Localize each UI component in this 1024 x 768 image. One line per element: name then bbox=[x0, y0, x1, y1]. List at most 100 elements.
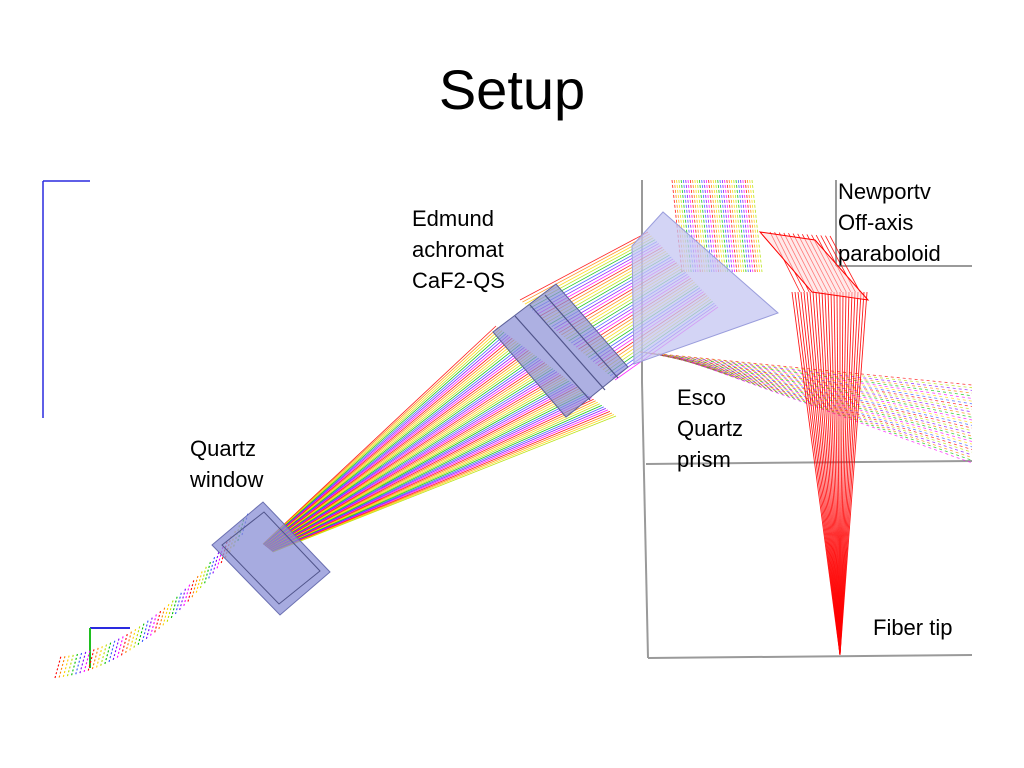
ray bbox=[740, 179, 751, 273]
ray bbox=[666, 355, 973, 437]
ray bbox=[269, 389, 582, 551]
ray bbox=[133, 625, 141, 648]
ray bbox=[812, 291, 841, 656]
ray bbox=[270, 398, 594, 551]
ray bbox=[187, 579, 195, 602]
ray bbox=[162, 603, 170, 626]
ray bbox=[705, 179, 717, 273]
ray bbox=[830, 291, 841, 656]
ray bbox=[268, 372, 560, 549]
label-line: CaF2-QS bbox=[412, 268, 505, 293]
label-line: Esco bbox=[677, 385, 726, 410]
ray bbox=[839, 291, 868, 656]
ray bbox=[262, 325, 497, 545]
ray bbox=[733, 179, 745, 273]
ray bbox=[263, 330, 503, 545]
ray bbox=[195, 570, 203, 593]
ray bbox=[677, 357, 973, 458]
ray bbox=[731, 179, 742, 273]
ray bbox=[199, 565, 207, 589]
ray bbox=[649, 353, 973, 405]
ray bbox=[271, 400, 596, 552]
ray bbox=[267, 369, 556, 549]
ray bbox=[269, 388, 580, 550]
ray bbox=[204, 561, 212, 584]
ray bbox=[735, 179, 747, 273]
ray bbox=[839, 291, 859, 656]
ray bbox=[678, 357, 973, 461]
ray bbox=[271, 401, 598, 552]
ray bbox=[726, 179, 738, 273]
slide-title: Setup bbox=[438, 58, 586, 121]
achromat-element-edge bbox=[529, 304, 606, 391]
ray bbox=[264, 343, 521, 546]
ray bbox=[839, 291, 847, 656]
label-line: achromat bbox=[412, 237, 504, 262]
ray bbox=[183, 583, 191, 606]
ray bbox=[833, 291, 841, 656]
ray bbox=[646, 352, 973, 399]
ray bbox=[268, 374, 562, 549]
coordinate-axes-top bbox=[42, 180, 90, 418]
ray bbox=[715, 179, 726, 273]
ray bbox=[824, 291, 841, 656]
ray bbox=[141, 619, 149, 643]
coordinate-axes-bottom bbox=[89, 627, 130, 668]
ray bbox=[263, 328, 501, 545]
ray bbox=[809, 291, 841, 656]
ray bbox=[270, 397, 592, 551]
ray bbox=[269, 386, 578, 550]
ray bbox=[829, 235, 861, 293]
ray bbox=[166, 599, 174, 622]
ray bbox=[268, 379, 568, 550]
ray bbox=[120, 633, 129, 656]
ray bbox=[264, 337, 513, 546]
ray bbox=[271, 406, 604, 552]
ray bbox=[150, 613, 158, 636]
label-line: window bbox=[190, 467, 264, 492]
ray bbox=[815, 291, 841, 656]
ray bbox=[266, 357, 539, 548]
ray bbox=[818, 291, 841, 656]
diverging-ray-fan bbox=[262, 325, 617, 553]
ray bbox=[650, 353, 973, 407]
ray bbox=[272, 409, 609, 552]
ray bbox=[522, 233, 650, 303]
ray bbox=[62, 654, 70, 678]
label-line: Newportv bbox=[838, 179, 931, 204]
ray bbox=[266, 360, 544, 548]
ray bbox=[519, 231, 649, 301]
ray bbox=[263, 331, 505, 545]
ray bbox=[827, 291, 841, 656]
ray bbox=[728, 179, 740, 273]
ray bbox=[108, 639, 116, 663]
ray bbox=[272, 415, 617, 553]
ray bbox=[641, 351, 973, 389]
ray bbox=[270, 394, 588, 551]
ray bbox=[271, 403, 600, 552]
ray bbox=[265, 350, 529, 547]
ray bbox=[179, 587, 187, 611]
label-line: Quartz bbox=[190, 436, 257, 461]
ray bbox=[800, 291, 841, 656]
edmund-achromat bbox=[492, 283, 629, 418]
ray bbox=[663, 355, 973, 432]
ray bbox=[839, 291, 862, 656]
ray bbox=[749, 179, 761, 273]
ray bbox=[659, 354, 973, 424]
ray bbox=[272, 411, 611, 552]
ray bbox=[125, 630, 133, 654]
ray bbox=[267, 371, 558, 549]
ray bbox=[54, 655, 62, 679]
achromat-element-edge bbox=[514, 315, 591, 401]
label-line: Edmund bbox=[412, 206, 494, 231]
ray bbox=[264, 339, 515, 546]
prism-body bbox=[631, 211, 779, 365]
ray bbox=[269, 382, 572, 550]
label-line: Off-axis bbox=[838, 210, 914, 235]
ray bbox=[839, 291, 865, 656]
ray bbox=[724, 179, 735, 273]
ray bbox=[265, 348, 527, 547]
ray bbox=[712, 179, 724, 273]
ray bbox=[129, 628, 137, 651]
